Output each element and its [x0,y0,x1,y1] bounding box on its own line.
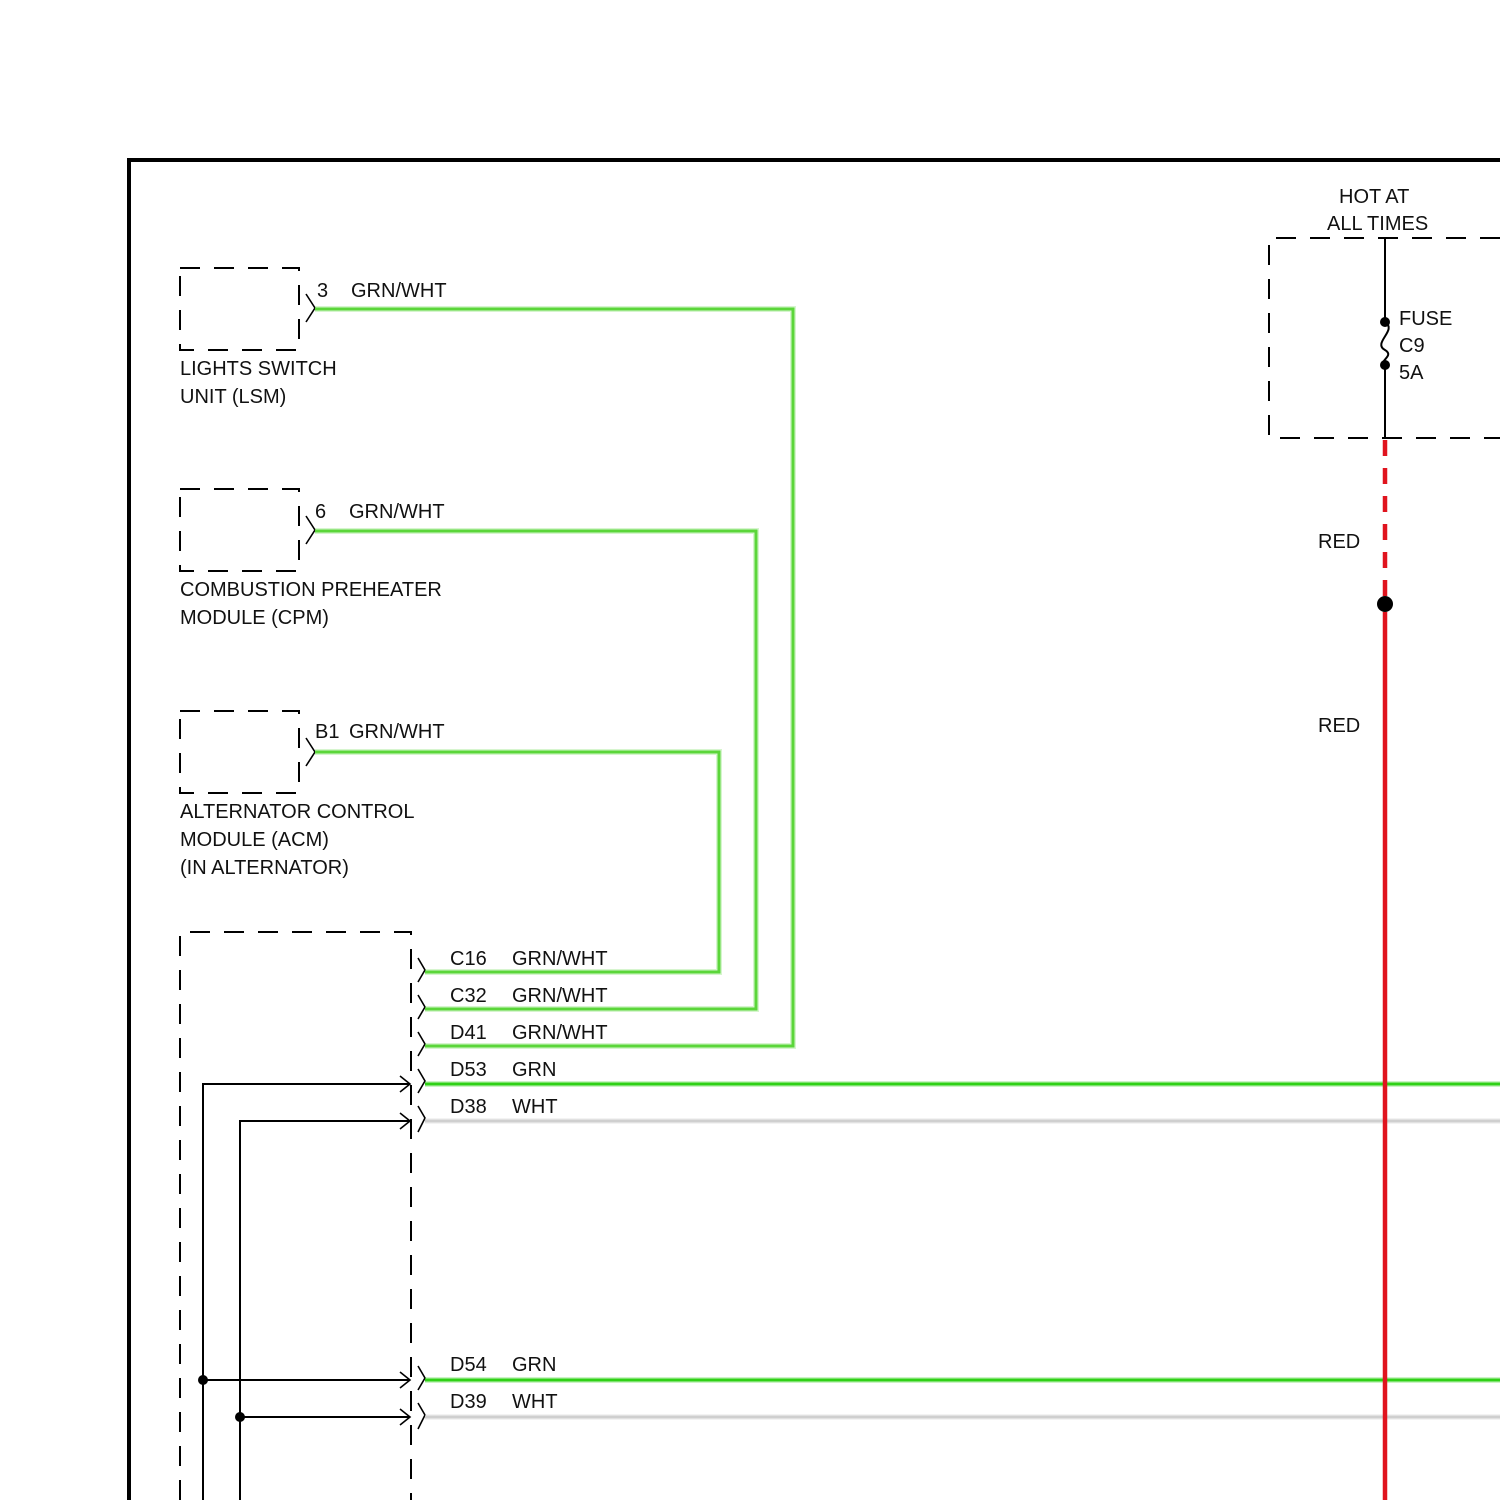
cpm-name-line1: COMBUSTION PREHEATER [180,579,442,601]
lsm-wire-color: GRN/WHT [351,280,447,302]
wire-acm-to-c16-halo [315,752,719,972]
d38-connector-symbol [418,1106,425,1132]
wire-label-c32: GRN/WHT [512,985,608,1007]
wire-label-c16: GRN/WHT [512,948,608,970]
acm-name-line3: (IN ALTERNATOR) [180,857,349,879]
d39-connector-symbol [418,1403,425,1429]
acm-name-line2: MODULE (ACM) [180,829,329,851]
wire-cpm-to-c32 [315,531,756,1009]
lsm-pin-number: 3 [317,280,328,302]
fuse-terminal-top [1380,317,1390,327]
pin-label-d39: D39 [450,1391,487,1413]
acm-name-line1: ALTERNATOR CONTROL [180,801,414,823]
cpm-wire-color: GRN/WHT [349,501,445,523]
wire-acm-to-c16 [315,752,719,972]
acm-box [180,711,299,793]
splice-dot-red [1377,596,1393,612]
splice-dot-d54 [198,1375,208,1385]
pin-label-d54: D54 [450,1354,487,1376]
acm-connector-symbol [306,738,315,766]
internal-wire-d53-d54 [203,1084,410,1500]
wire-label-d39: WHT [512,1391,558,1413]
wire-label-d38: WHT [512,1096,558,1118]
fuse-label: FUSE [1399,308,1452,330]
lsm-connector-symbol [306,294,315,322]
d41-connector-symbol [418,1032,425,1056]
acm-wire-color: GRN/WHT [349,721,445,743]
red-wire-label-lower: RED [1318,715,1360,737]
pin-label-d53: D53 [450,1059,487,1081]
internal-wire-d38-d39 [240,1121,410,1500]
wire-label-d53: GRN [512,1059,556,1081]
fuse-rating: 5A [1399,362,1424,384]
lsm-name-line2: UNIT (LSM) [180,386,286,408]
control-module-box [180,932,411,1500]
splice-dot-d39 [235,1412,245,1422]
wire-label-d41: GRN/WHT [512,1022,608,1044]
pin-label-c32: C32 [450,985,487,1007]
cpm-box [180,489,299,571]
wire-label-d54: GRN [512,1354,556,1376]
cpm-name-line2: MODULE (CPM) [180,607,329,629]
colored-wires [315,309,1500,1500]
red-wire-label-upper: RED [1318,531,1360,553]
d53-connector-symbol [418,1069,425,1093]
c32-connector-symbol [418,995,425,1019]
wire-cpm-to-c32-halo [315,531,756,1009]
lsm-box [180,268,299,350]
pin-label-d41: D41 [450,1022,487,1044]
d54-connector-symbol [418,1366,425,1390]
lsm-name-line1: LIGHTS SWITCH [180,358,337,380]
acm-pin-number: B1 [315,721,339,743]
cpm-connector-symbol [306,516,315,544]
pin-label-c16: C16 [450,948,487,970]
c16-connector-symbol [418,958,425,982]
fuse-id: C9 [1399,335,1425,357]
power-title-line2: ALL TIMES [1327,213,1428,235]
fuse-element [1381,322,1389,365]
power-title-line1: HOT AT [1339,186,1409,208]
fuse-terminal-bottom [1380,360,1390,370]
pin-label-d38: D38 [450,1096,487,1118]
cpm-pin-number: 6 [315,501,326,523]
